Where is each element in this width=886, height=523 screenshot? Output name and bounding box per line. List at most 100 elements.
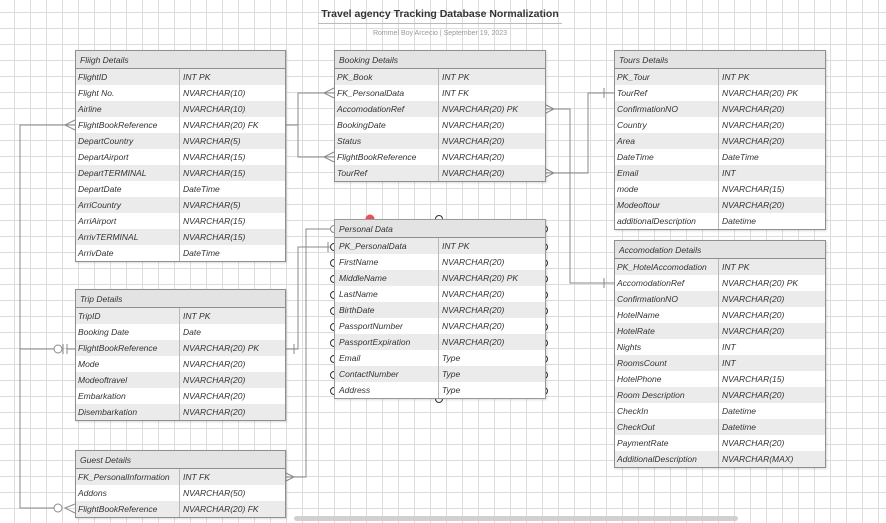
- field-name: Status: [335, 133, 439, 149]
- field-type: NVARCHAR(20) PK: [442, 104, 519, 114]
- crowfoot-flight-ref: [63, 119, 76, 131]
- horizontal-scrollbar[interactable]: [294, 516, 738, 521]
- field-name: Area: [615, 133, 719, 149]
- field-name: Modeoftour: [615, 197, 719, 213]
- field-name: FlightBookReference: [76, 117, 180, 133]
- field-name: Country: [615, 117, 719, 133]
- field-type: NVARCHAR(5): [183, 200, 241, 210]
- field-name: ArrivDate: [76, 245, 180, 261]
- field-type: NVARCHAR(20): [722, 438, 785, 448]
- field-type: Datetime: [722, 406, 757, 416]
- field-name: RoomsCount: [615, 355, 719, 371]
- field-type: NVARCHAR(20) PK: [722, 88, 799, 98]
- field-name: Addons: [76, 485, 180, 501]
- field-type: NVARCHAR(20) PK: [722, 278, 799, 288]
- field-name: PK_Tour: [615, 69, 719, 85]
- table-row[interactable]: Flight No.NVARCHAR(10): [76, 85, 285, 101]
- field-name: Modeoftravel: [76, 372, 180, 388]
- field-type: INT: [722, 342, 736, 352]
- field-name: Room Description: [615, 387, 719, 403]
- field-type: NVARCHAR(50): [183, 488, 246, 498]
- field-name: FlightBookReference: [76, 501, 180, 517]
- field-type: NVARCHAR(15): [183, 168, 246, 178]
- field-name: PassportNumber: [335, 318, 439, 334]
- field-type: NVARCHAR(20) FK: [183, 120, 259, 130]
- field-name: additionalDescription: [615, 213, 719, 229]
- field-name: Flight No.: [76, 85, 180, 101]
- table-accomodation-details[interactable]: Accomodation Details PK_HotelAccomodatio…: [614, 240, 826, 468]
- crowfoot-booking-flightref: [322, 151, 335, 163]
- field-name: AccomodationRef: [615, 275, 719, 291]
- field-name: TripID: [76, 308, 180, 324]
- table-header: Booking Details: [335, 51, 545, 69]
